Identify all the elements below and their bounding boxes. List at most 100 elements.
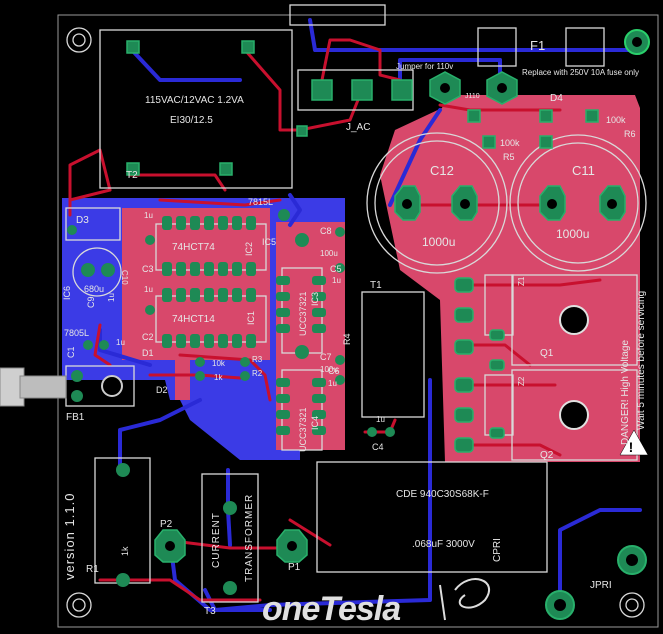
hv-red-pour bbox=[380, 95, 640, 462]
q1-label: Q1 bbox=[540, 348, 554, 359]
r6-label: R6 bbox=[624, 129, 636, 139]
ic5-label: IC5 bbox=[262, 237, 276, 247]
c2-value-label: 1u bbox=[144, 285, 153, 294]
logo-swirl-icon bbox=[454, 578, 491, 609]
c4-value-label: 1u bbox=[376, 415, 385, 424]
ic4-part-label: UCC37321 bbox=[298, 407, 308, 452]
z1-label: Z1 bbox=[517, 276, 526, 286]
c11-value-label: 1000u bbox=[556, 227, 589, 241]
svg-text:!: ! bbox=[629, 439, 634, 455]
r4-label: R4 bbox=[342, 333, 352, 345]
c11-label: C11 bbox=[572, 163, 595, 178]
ic6-label: IC6 bbox=[62, 286, 72, 300]
c11-outline bbox=[509, 134, 647, 272]
c12-inner bbox=[374, 140, 500, 266]
pads bbox=[67, 29, 650, 620]
cpri-part-label: CDE 940C30S68K-F bbox=[396, 489, 489, 500]
version-label: version 1.1.0 bbox=[62, 493, 77, 580]
jpri-label: JPRI bbox=[590, 580, 612, 591]
cpri-outline bbox=[316, 461, 548, 573]
r2-label: R2 bbox=[252, 369, 263, 378]
reg-7815-label: 7815L bbox=[248, 197, 273, 207]
ic3-part-label: UCC37321 bbox=[298, 291, 308, 336]
bottom-traces bbox=[98, 18, 642, 612]
c11-inner bbox=[517, 142, 639, 264]
j-ac-label: J_AC bbox=[346, 122, 370, 133]
silkscreen-labels: 115VAC/12VAC 1.2VA EI30/12.5 T2 J_AC Jum… bbox=[62, 38, 647, 628]
r5-value-label: 100k bbox=[500, 138, 520, 148]
ct-outline bbox=[201, 473, 259, 603]
fb1-label: FB1 bbox=[66, 412, 85, 423]
c10-outline bbox=[72, 247, 122, 297]
c7-value-label: 100u bbox=[320, 365, 338, 374]
d2-label: D2 bbox=[156, 385, 168, 395]
t1-outline bbox=[361, 291, 425, 418]
cpri-label: CPRI bbox=[492, 538, 503, 562]
t2-core-label: EI30/12.5 bbox=[170, 115, 213, 126]
j-ac-outline bbox=[297, 69, 414, 111]
c8-label: C8 bbox=[320, 226, 332, 236]
ic2-part-label: 74HCT74 bbox=[172, 242, 215, 253]
r2-value-label: 1k bbox=[214, 373, 223, 382]
d3-label: D3 bbox=[76, 215, 89, 226]
silkscreen: ! bbox=[0, 4, 649, 618]
ic3-label: IC3 bbox=[310, 292, 320, 306]
ic1-part-label: 74HCT14 bbox=[172, 314, 215, 325]
c12-outline bbox=[366, 132, 508, 274]
c3-value-label: 1u bbox=[144, 211, 153, 220]
warning-triangle-icon bbox=[619, 429, 649, 456]
p2-label: P2 bbox=[160, 519, 173, 530]
t1-label: T1 bbox=[370, 280, 382, 291]
c12-value-label: 1000u bbox=[422, 235, 455, 249]
driver-red-pour bbox=[276, 222, 345, 450]
board-outline bbox=[57, 14, 659, 628]
ic2-label: IC2 bbox=[244, 242, 254, 256]
r3-label: R3 bbox=[252, 355, 263, 364]
c5-label: C5 bbox=[330, 264, 342, 274]
onetesla-logo: oneTesla bbox=[262, 590, 400, 628]
d1-label: D1 bbox=[142, 348, 154, 358]
wait-label: Wait 5 minutes before servicing bbox=[636, 291, 647, 430]
ic4-label: IC4 bbox=[310, 416, 320, 430]
c10-label: C10 bbox=[120, 270, 129, 285]
c8-value-label: 100u bbox=[320, 249, 338, 258]
c1-label: C1 bbox=[66, 346, 76, 358]
c2-label: C2 bbox=[142, 332, 154, 342]
q2-outline bbox=[511, 369, 638, 461]
d4-label: D4 bbox=[550, 93, 563, 104]
fuse-clip-right bbox=[565, 27, 605, 67]
d3-outline bbox=[65, 207, 121, 241]
danger-label: DANGER! High Voltage bbox=[620, 340, 631, 445]
c9-value-label: 1u bbox=[107, 293, 116, 302]
t2-rating-label: 115VAC/12VAC 1.2VA bbox=[145, 95, 244, 106]
q2-label: Q2 bbox=[540, 450, 554, 461]
reg-7805-label: 7805L bbox=[64, 328, 89, 338]
c5-value-label: 1u bbox=[332, 276, 341, 285]
ct-current-label: CURRENT bbox=[211, 512, 222, 568]
c4-label: C4 bbox=[372, 442, 384, 452]
r1-label: R1 bbox=[86, 564, 99, 575]
t2-outline bbox=[99, 29, 293, 189]
f1-label: F1 bbox=[530, 38, 545, 53]
t3-label: T3 bbox=[204, 606, 216, 617]
t2-label: T2 bbox=[126, 170, 138, 181]
r5-label: R5 bbox=[503, 152, 515, 162]
c12-label: C12 bbox=[430, 163, 454, 178]
fuse-clip-left bbox=[477, 27, 517, 67]
p1-label: P1 bbox=[288, 562, 301, 573]
r3-value-label: 10k bbox=[212, 359, 226, 368]
top-connector-outline bbox=[289, 4, 386, 26]
j110-label: J110 bbox=[465, 93, 480, 100]
q1-outline bbox=[511, 274, 638, 366]
jumper-label: Jumper for 110v bbox=[396, 62, 453, 71]
c1-value-label: 1u bbox=[116, 338, 125, 347]
c3-label: C3 bbox=[142, 264, 154, 274]
z2-label: Z2 bbox=[517, 376, 526, 386]
c7-label: C7 bbox=[320, 352, 332, 362]
logic-red-pour bbox=[122, 208, 270, 400]
blue-wedge bbox=[180, 400, 300, 460]
ct-transformer-label: TRANSFORMER bbox=[244, 494, 255, 582]
fuse-note-label: Replace with 250V 10A fuse only bbox=[522, 68, 639, 77]
